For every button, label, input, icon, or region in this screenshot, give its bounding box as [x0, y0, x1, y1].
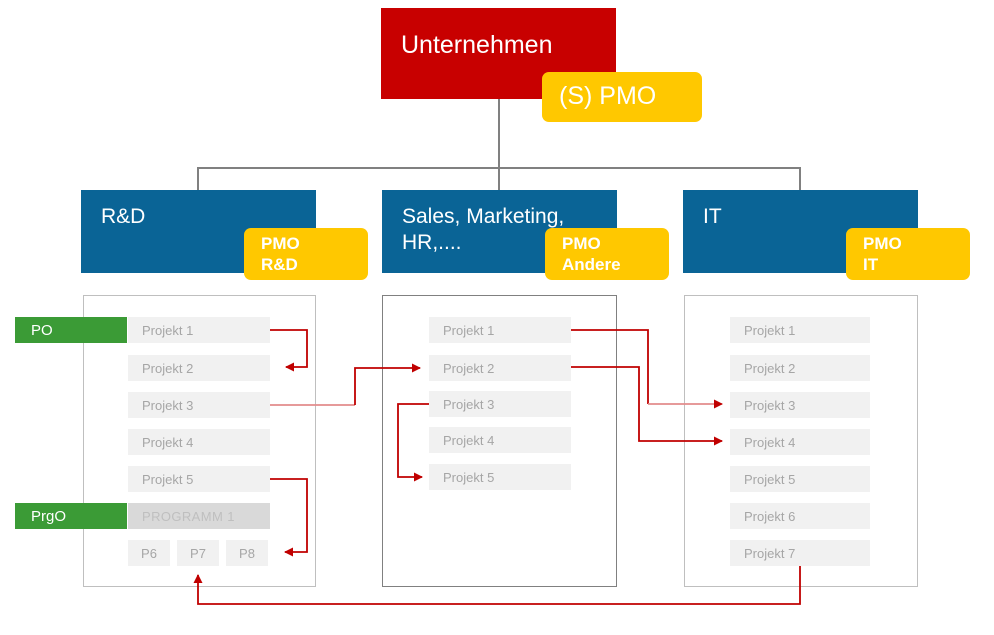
project-it-4[interactable]: Projekt 4 [730, 429, 870, 455]
connector-drop-it [799, 167, 801, 191]
subproject-rnd-p8-label: P8 [239, 545, 255, 561]
project-rnd-2-label: Projekt 2 [142, 360, 194, 376]
subproject-rnd-p6[interactable]: P6 [128, 540, 170, 566]
project-rnd-5[interactable]: Projekt 5 [128, 466, 270, 492]
project-sales-4[interactable]: Projekt 4 [429, 427, 571, 453]
subproject-rnd-p6-label: P6 [141, 545, 157, 561]
project-sales-1-label: Projekt 1 [443, 322, 495, 338]
project-it-2-label: Projekt 2 [744, 360, 796, 376]
project-sales-5-label: Projekt 5 [443, 469, 495, 485]
project-rnd-4-label: Projekt 4 [142, 434, 194, 450]
connector-root-vertical [498, 99, 500, 169]
role-tag-po[interactable]: PO [15, 317, 127, 343]
arrow-sales2-to-it4 [571, 366, 723, 446]
arrow-it7-to-rnd-p7 [193, 566, 801, 605]
project-sales-4-label: Projekt 4 [443, 432, 495, 448]
role-tag-po-label: PO [31, 321, 53, 339]
project-rnd-1-label: Projekt 1 [142, 322, 194, 338]
project-sales-3[interactable]: Projekt 3 [429, 391, 571, 417]
project-it-3[interactable]: Projekt 3 [730, 392, 870, 418]
project-rnd-3[interactable]: Projekt 3 [128, 392, 270, 418]
project-sales-2-label: Projekt 2 [443, 360, 495, 376]
project-it-6[interactable]: Projekt 6 [730, 503, 870, 529]
pmo-node-sales[interactable]: PMO Andere [545, 228, 669, 280]
pmo-node-rnd-line2: R&D [261, 255, 298, 274]
project-panel-rnd [83, 295, 316, 587]
program-rnd-1-label: PROGRAMM 1 [142, 508, 235, 524]
project-rnd-4[interactable]: Projekt 4 [128, 429, 270, 455]
pmo-node-sales-line2: Andere [562, 255, 621, 274]
project-it-3-label: Projekt 3 [744, 397, 796, 413]
project-it-1[interactable]: Projekt 1 [730, 317, 870, 343]
pmo-node-root-label: (S) PMO [559, 82, 657, 111]
arrow-sales3-to-sales5 [397, 403, 429, 482]
project-sales-5[interactable]: Projekt 5 [429, 464, 571, 490]
arrow-rnd1-to-rnd2 [270, 329, 308, 372]
project-it-4-label: Projekt 4 [744, 434, 796, 450]
unit-node-rnd-label: R&D [101, 205, 146, 228]
role-tag-prgo-label: PrgO [31, 507, 67, 525]
project-rnd-5-label: Projekt 5 [142, 471, 194, 487]
pmo-node-rnd[interactable]: PMO R&D [244, 228, 368, 280]
project-rnd-3-label: Projekt 3 [142, 397, 194, 413]
subproject-rnd-p7-label: P7 [190, 545, 206, 561]
root-node-label: Unternehmen [401, 31, 553, 59]
project-sales-3-label: Projekt 3 [443, 396, 495, 412]
project-it-6-label: Projekt 6 [744, 508, 796, 524]
program-rnd-1[interactable]: PROGRAMM 1 [128, 503, 270, 529]
project-rnd-2[interactable]: Projekt 2 [128, 355, 270, 381]
connector-drop-sales [498, 167, 500, 191]
arrow-rnd3-to-sales2 [354, 363, 421, 405]
project-it-1-label: Projekt 1 [744, 322, 796, 338]
connector-drop-rnd [197, 167, 199, 191]
project-it-5-label: Projekt 5 [744, 471, 796, 487]
pmo-node-it[interactable]: PMO IT [846, 228, 970, 280]
project-it-7[interactable]: Projekt 7 [730, 540, 870, 566]
pmo-node-root[interactable]: (S) PMO [542, 72, 702, 122]
arrow-rnd5-to-p8 [270, 478, 308, 557]
pmo-node-rnd-line1: PMO [261, 233, 300, 253]
unit-node-it-label: IT [703, 205, 722, 228]
pmo-node-it-line1: PMO [863, 233, 902, 253]
subproject-rnd-p8[interactable]: P8 [226, 540, 268, 566]
project-it-2[interactable]: Projekt 2 [730, 355, 870, 381]
project-it-7-label: Projekt 7 [744, 545, 796, 561]
arrow-sales1-to-it3 [571, 329, 649, 404]
project-sales-1[interactable]: Projekt 1 [429, 317, 571, 343]
role-tag-prgo[interactable]: PrgO [15, 503, 127, 529]
project-rnd-1[interactable]: Projekt 1 [128, 317, 270, 343]
project-sales-2[interactable]: Projekt 2 [429, 355, 571, 381]
unit-node-sales-label: Sales, Marketing, HR,.... [402, 205, 565, 254]
pmo-node-it-line2: IT [863, 255, 879, 274]
project-it-5[interactable]: Projekt 5 [730, 466, 870, 492]
project-panel-sales [382, 295, 617, 587]
subproject-rnd-p7[interactable]: P7 [177, 540, 219, 566]
pmo-node-sales-line1: PMO [562, 233, 601, 253]
